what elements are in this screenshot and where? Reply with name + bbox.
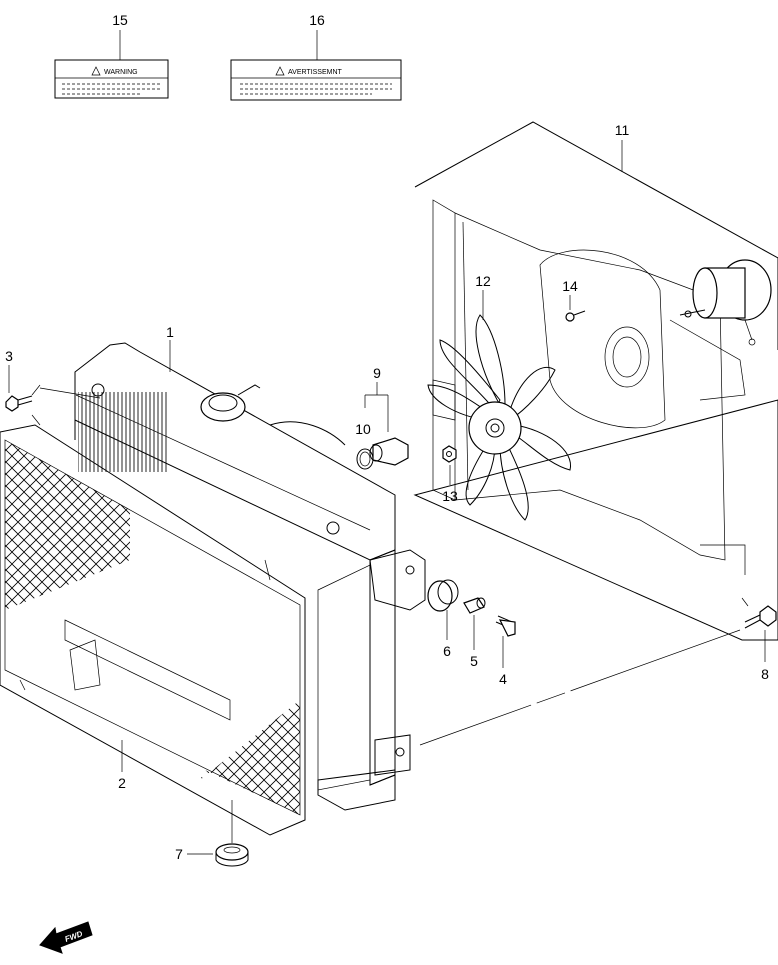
warning-label: WARNING	[54, 59, 169, 99]
callout-12: 12	[475, 273, 491, 289]
collar	[463, 597, 486, 614]
bolt	[495, 615, 516, 637]
screw	[565, 310, 586, 322]
fwd-arrow-icon: FWD	[39, 921, 93, 954]
callout-1: 1	[166, 324, 174, 340]
callout-5: 5	[470, 653, 478, 669]
callout-16: 16	[309, 12, 325, 28]
cushion	[215, 843, 249, 867]
warning-triangle-icon	[91, 66, 101, 76]
callout-11: 11	[615, 122, 630, 138]
drain-plug	[369, 437, 409, 466]
warning-label-text: WARNING	[104, 69, 138, 76]
bolt	[5, 395, 33, 412]
fan-motor	[679, 259, 772, 346]
callout-4: 4	[499, 671, 507, 687]
callout-14: 14	[562, 278, 578, 294]
avertissement-label-text: AVERTISSEMNT	[288, 69, 343, 76]
avertissement-label: AVERTISSEMNT	[230, 59, 402, 101]
callout-9: 9	[373, 365, 381, 381]
callout-10: 10	[355, 421, 371, 437]
warning-triangle-icon	[275, 66, 285, 76]
bolt	[744, 605, 777, 629]
fan-shroud	[413, 121, 778, 641]
o-ring	[356, 448, 374, 470]
callout-8: 8	[761, 666, 769, 682]
callout-13: 13	[442, 488, 458, 504]
cooling-fan	[427, 314, 571, 521]
shroud-screen	[0, 424, 306, 836]
nut	[442, 445, 457, 463]
callout-15: 15	[112, 12, 128, 28]
radiator	[74, 342, 426, 811]
callout-3: 3	[5, 348, 13, 364]
callout-7: 7	[175, 846, 183, 862]
callout-6: 6	[443, 643, 451, 659]
cushion	[427, 579, 459, 612]
callout-numbers: 1 2 3 4 5 6 7 8 9 10 11 12 13 14 15 16	[5, 12, 769, 862]
callout-2: 2	[118, 775, 126, 791]
